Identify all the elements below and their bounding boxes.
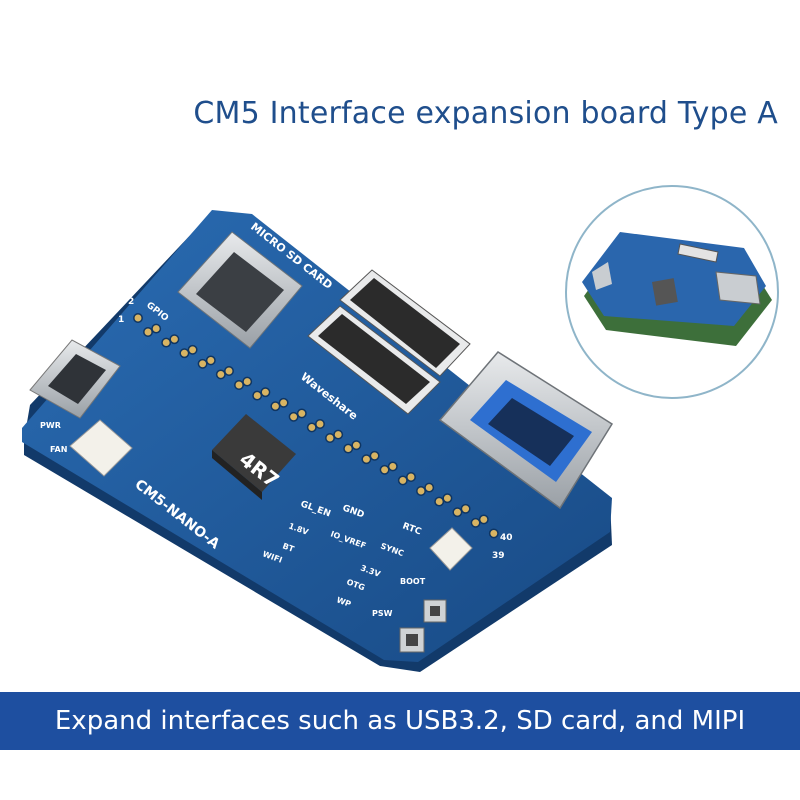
- gpio-hole: [197, 358, 208, 369]
- silk-bt: BT: [281, 541, 295, 554]
- banner-text: Expand interfaces such as USB3.2, SD car…: [54, 706, 746, 736]
- gpio-hole: [224, 366, 234, 376]
- gpio-hole: [278, 397, 289, 408]
- gpio-hole: [325, 433, 335, 443]
- inset-photo: [565, 185, 779, 399]
- silk-fan: FAN: [50, 445, 67, 454]
- gpio-hole: [351, 440, 362, 451]
- gpio-hole: [488, 528, 499, 539]
- gpio-hole: [260, 387, 271, 398]
- gpio-hole: [205, 355, 216, 366]
- gpio-hole: [234, 380, 244, 390]
- silk-pin-40: 40: [500, 533, 513, 543]
- gpio-hole: [379, 464, 390, 475]
- gpio-hole: [406, 472, 416, 482]
- mipi-connector-2: [307, 305, 441, 415]
- silk-pin-1: 1: [118, 315, 124, 325]
- gpio-hole: [242, 376, 253, 387]
- gpio-hole: [442, 493, 453, 504]
- micro-sd-slot: [177, 231, 303, 349]
- gpio-hole: [333, 429, 344, 440]
- silk-boot: BOOT: [400, 577, 426, 586]
- gpio-hole: [252, 390, 263, 401]
- psw-button: [399, 627, 425, 653]
- gpio-hole: [315, 419, 325, 429]
- usb-a-port: [438, 351, 614, 510]
- gpio-hole: [343, 443, 354, 454]
- gpio-hole: [416, 486, 426, 496]
- gpio-hole: [288, 411, 299, 422]
- page-title: CM5 Interface expansion board Type A: [193, 96, 778, 131]
- gpio-hole: [387, 461, 398, 472]
- silk-pin-2: 2: [128, 297, 134, 307]
- gpio-hole: [151, 323, 162, 334]
- gpio-header-holes: [133, 313, 499, 539]
- gpio-hole: [296, 408, 307, 419]
- mipi-connector-1: [339, 269, 471, 377]
- gpio-hole: [361, 454, 372, 465]
- gpio-hole: [215, 369, 226, 380]
- gpio-hole: [187, 344, 198, 355]
- bottom-banner: Expand interfaces such as USB3.2, SD car…: [0, 692, 800, 750]
- gpio-hole: [478, 514, 489, 525]
- silk-pwr: PWR: [40, 421, 61, 430]
- gpio-hole: [369, 450, 380, 461]
- fan-connector: [69, 419, 133, 477]
- gpio-hole: [434, 496, 445, 507]
- rtc-connector: [429, 527, 473, 571]
- gpio-hole: [270, 401, 281, 412]
- gpio-hole: [179, 348, 190, 359]
- gpio-hole: [169, 334, 180, 345]
- gpio-hole: [161, 337, 172, 348]
- gpio-hole: [470, 517, 481, 528]
- silk-psw: PSW: [372, 609, 393, 618]
- gpio-hole: [397, 475, 408, 486]
- gpio-hole: [306, 422, 317, 433]
- silk-pin-39: 39: [492, 551, 505, 561]
- gpio-hole: [133, 313, 143, 323]
- gpio-hole: [460, 503, 471, 514]
- gpio-hole: [424, 482, 435, 493]
- usb-c-port: [29, 339, 121, 419]
- gpio-hole: [143, 327, 153, 337]
- gpio-hole: [452, 507, 463, 518]
- boot-button: [423, 599, 447, 623]
